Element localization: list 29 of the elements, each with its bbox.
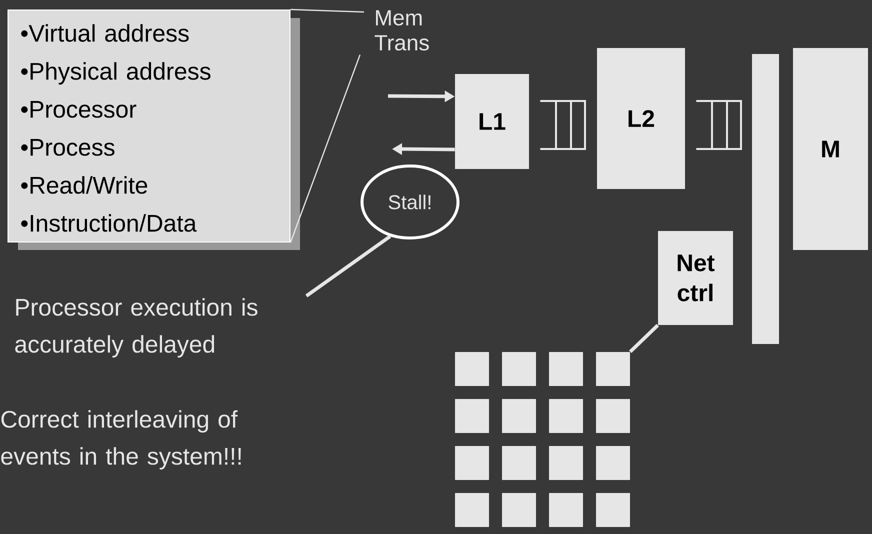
processor-square — [549, 446, 583, 480]
processor-square — [455, 446, 489, 480]
processor-square — [549, 352, 583, 386]
note-text: Correct interleaving of events in the system!!! — [1, 410, 241, 470]
processor-square — [549, 492, 583, 527]
leader-line — [290, 8, 364, 13]
processor-square — [455, 398, 489, 433]
processor-square — [455, 352, 489, 386]
processor-square — [549, 398, 583, 433]
network-controller-box: Net ctrl — [658, 230, 733, 325]
processor-square — [502, 398, 536, 433]
processor-square — [596, 398, 630, 433]
leader-line — [629, 324, 660, 354]
memory-transaction-text: Mem Trans — [374, 10, 429, 51]
cache-box: L1 — [455, 74, 529, 169]
cache-box: L2 — [597, 48, 685, 189]
leader-line — [305, 234, 392, 298]
note-text: Processor execution is accurately delayed — [15, 298, 258, 358]
leader-line — [290, 54, 361, 243]
processor-square — [596, 352, 630, 386]
list-box: •Virtual address •Physical address •Processor •Process •Read/Write •Instruction/Data — [8, 9, 300, 250]
bus-bar — [752, 54, 779, 344]
processor-square — [596, 446, 630, 480]
processor-square — [502, 446, 536, 480]
processor-square — [596, 492, 630, 527]
processor-square — [502, 492, 536, 527]
memory-box: M — [793, 48, 868, 250]
processor-square — [455, 492, 489, 527]
processor-square — [502, 352, 536, 386]
